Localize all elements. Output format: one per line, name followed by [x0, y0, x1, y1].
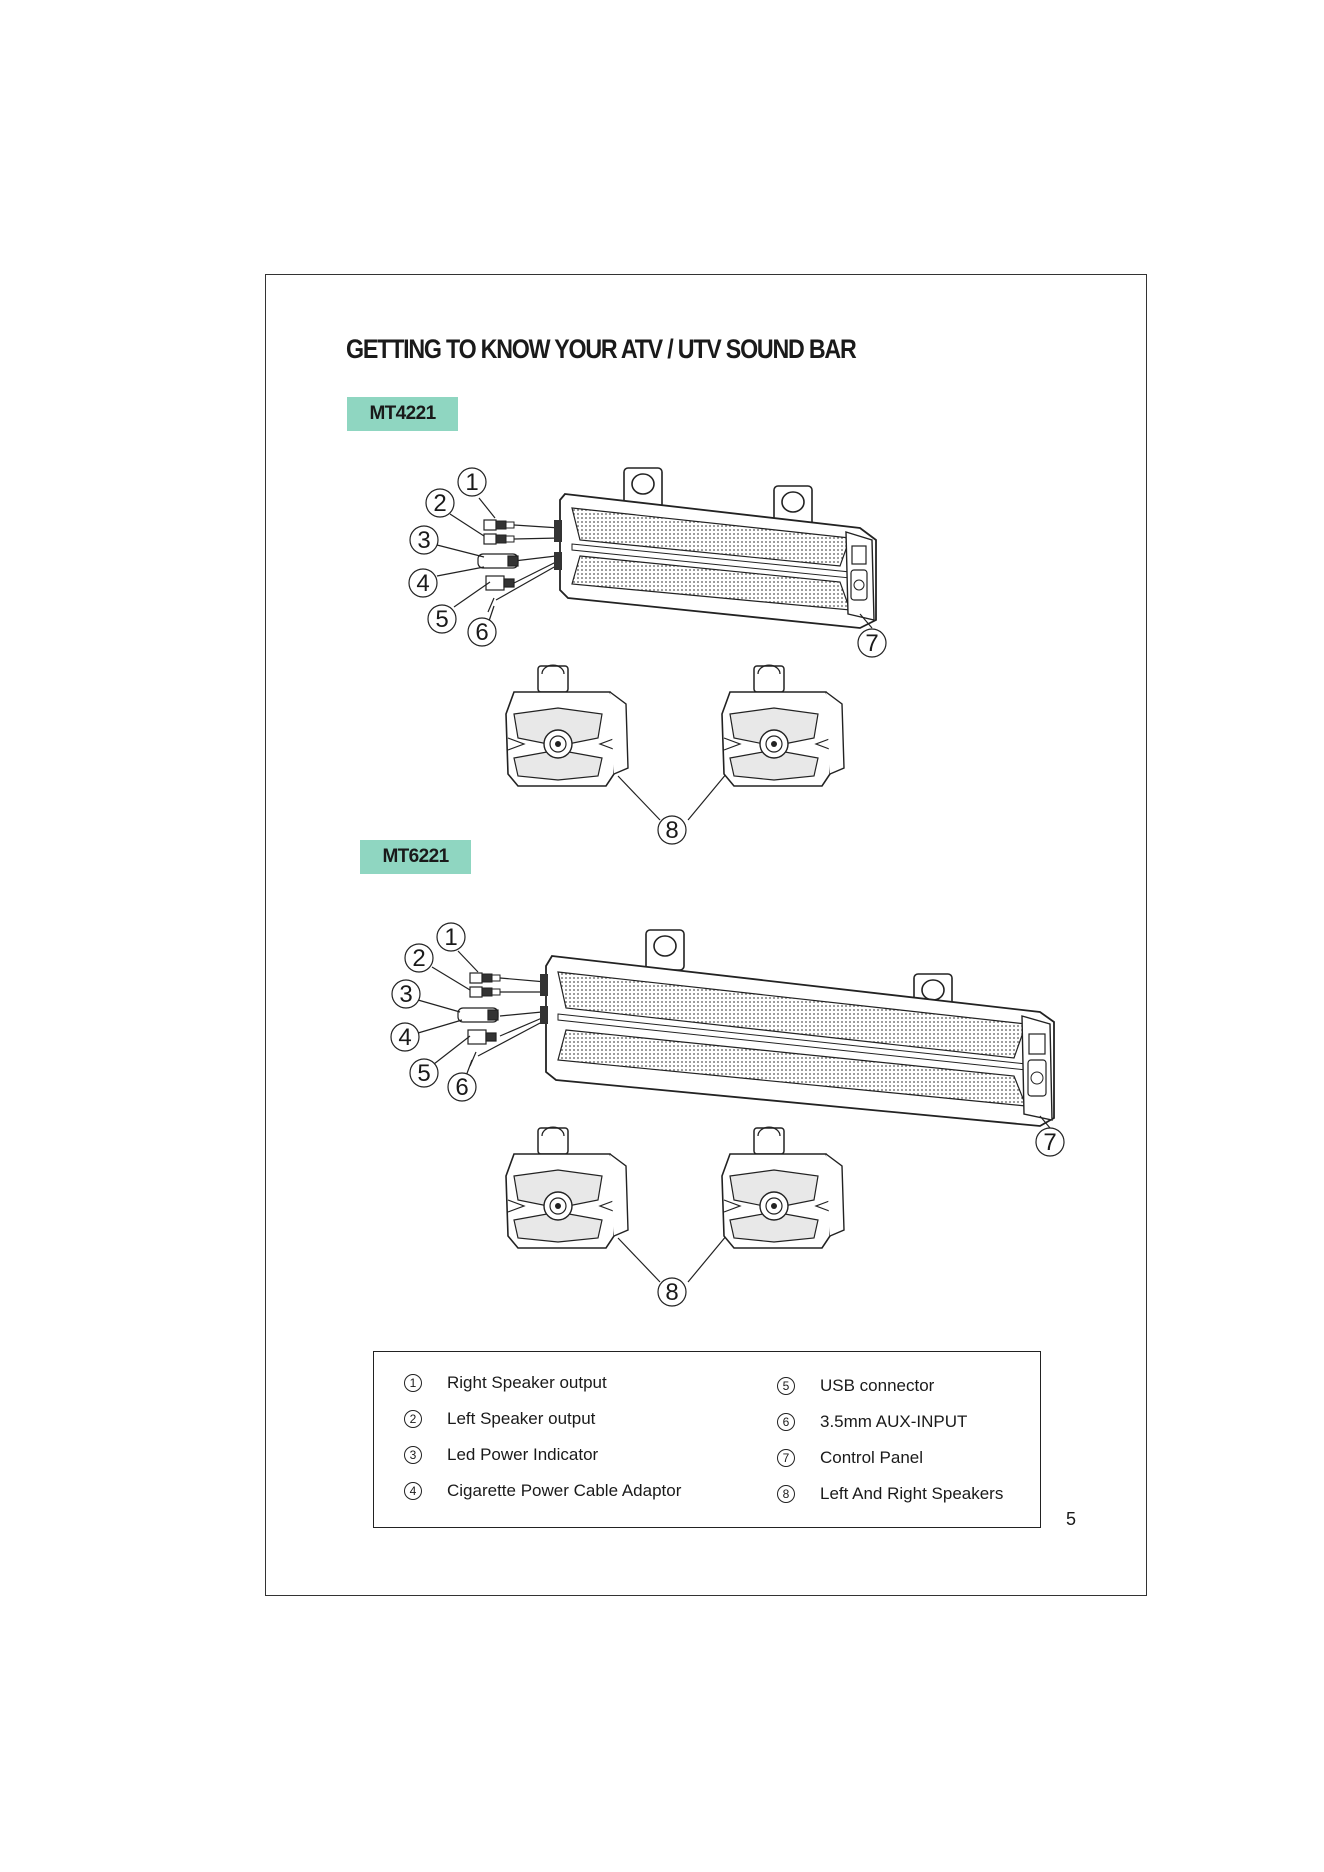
legend-label-8: Left And Right Speakers [820, 1484, 1003, 1504]
callout-8-mt6221: 8 [665, 1279, 678, 1306]
mt4221-right-speaker [722, 665, 844, 786]
callout-1-mt4221: 1 [465, 469, 478, 496]
callout-8-mt4221: 8 [665, 817, 678, 844]
mt6221-right-speaker [722, 1127, 844, 1248]
callout-7-mt4221: 7 [865, 630, 878, 657]
callout-5-mt4221: 5 [435, 606, 448, 633]
legend-item: 7 Control Panel [777, 1448, 923, 1468]
legend-num-7: 7 [777, 1449, 795, 1467]
page-number: 5 [1066, 1509, 1076, 1530]
callout-4-mt6221: 4 [398, 1024, 411, 1051]
callout-3-mt6221: 3 [399, 981, 412, 1008]
legend-num-8: 8 [777, 1485, 795, 1503]
callout-7-mt6221: 7 [1043, 1129, 1056, 1156]
legend-item: 5 USB connector [777, 1376, 934, 1396]
legend-item: 8 Left And Right Speakers [777, 1484, 1003, 1504]
legend-num-1: 1 [404, 1374, 422, 1392]
legend-num-4: 4 [404, 1482, 422, 1500]
legend-item: 3 Led Power Indicator [404, 1445, 598, 1465]
legend-label-4: Cigarette Power Cable Adaptor [447, 1481, 681, 1501]
legend-num-2: 2 [404, 1410, 422, 1428]
parts-legend: 1 Right Speaker output 2 Left Speaker ou… [373, 1351, 1041, 1528]
legend-label-3: Led Power Indicator [447, 1445, 598, 1465]
mt6221-soundbar-illustration [458, 930, 1054, 1126]
legend-num-6: 6 [777, 1413, 795, 1431]
legend-num-3: 3 [404, 1446, 422, 1464]
mt4221-soundbar-illustration [478, 468, 876, 628]
legend-label-1: Right Speaker output [447, 1373, 607, 1393]
legend-item: 6 3.5mm AUX-INPUT [777, 1412, 967, 1432]
callout-4-mt4221: 4 [416, 570, 429, 597]
legend-label-7: Control Panel [820, 1448, 923, 1468]
legend-num-5: 5 [777, 1377, 795, 1395]
legend-item: 1 Right Speaker output [404, 1373, 607, 1393]
legend-label-2: Left Speaker output [447, 1409, 595, 1429]
callout-2-mt6221: 2 [412, 945, 425, 972]
mt6221-left-speaker [506, 1127, 628, 1248]
callout-2-mt4221: 2 [433, 490, 446, 517]
legend-label-5: USB connector [820, 1376, 934, 1396]
callout-1-mt6221: 1 [444, 924, 457, 951]
callout-5-mt6221: 5 [417, 1060, 430, 1087]
callout-3-mt4221: 3 [417, 527, 430, 554]
legend-item: 4 Cigarette Power Cable Adaptor [404, 1481, 681, 1501]
callout-6-mt6221: 6 [455, 1074, 468, 1101]
mt4221-left-speaker [506, 665, 628, 786]
callout-6-mt4221: 6 [475, 619, 488, 646]
legend-item: 2 Left Speaker output [404, 1409, 595, 1429]
legend-label-6: 3.5mm AUX-INPUT [820, 1412, 967, 1432]
